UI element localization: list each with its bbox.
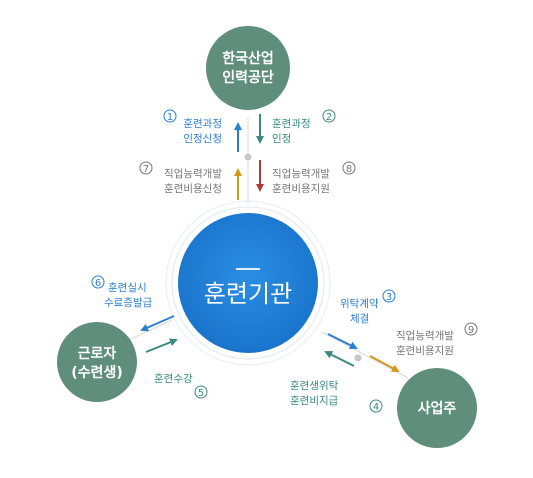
edge-1-line2: 인정신청 xyxy=(183,133,222,145)
edge-7-line1: 직업능력개발 xyxy=(164,167,222,180)
edge-9-badge xyxy=(464,322,478,336)
edge-5-badge xyxy=(194,385,208,399)
edge-1-badge xyxy=(163,109,177,123)
edge-4-line1: 훈련생위탁 xyxy=(290,379,339,392)
node-worker-line2: (수련생) xyxy=(71,364,122,381)
arrow-6 xyxy=(140,315,175,332)
edge-2-num: 2 xyxy=(326,112,332,123)
edge-6-line2: 수료증발급 xyxy=(104,297,153,309)
edge-2-line1: 훈련과정 xyxy=(272,117,311,130)
arrow-5 xyxy=(145,338,178,353)
edge-9-num: 9 xyxy=(468,325,474,336)
node-employer-label: 사업주 xyxy=(418,401,457,417)
edge-3-line1: 위탁계약 xyxy=(340,297,379,310)
connector-dot-top xyxy=(244,153,252,161)
node-hrd-korea xyxy=(206,26,290,110)
edge-4-badge xyxy=(369,399,383,413)
edge-3-line2: 체결 xyxy=(350,313,369,325)
edge-6-line1: 훈련실시 xyxy=(108,281,147,294)
edge-8-line2: 훈련비용지원 xyxy=(272,182,330,195)
edge-6-num: 6 xyxy=(95,278,101,289)
node-hrd-korea-line2: 인력공단 xyxy=(222,69,274,86)
edge-8-line1: 직업능력개발 xyxy=(272,167,330,180)
center-outer-ring xyxy=(165,200,331,366)
edge-5-line1: 훈련수강 xyxy=(154,372,193,385)
node-worker-line1: 근로자 xyxy=(78,346,117,362)
arrow-3 xyxy=(327,333,358,349)
edge-7-badge xyxy=(139,161,153,175)
arrow-9 xyxy=(369,355,400,372)
edge-6-badge xyxy=(91,275,105,289)
edge-3-num: 3 xyxy=(386,292,392,303)
edge-1-num: 1 xyxy=(167,112,173,123)
edge-8-num: 8 xyxy=(346,164,352,175)
edge-4-line2: 훈련비지급 xyxy=(290,394,339,407)
node-employer xyxy=(397,368,477,448)
node-training-institution xyxy=(178,213,318,353)
edge-8-badge xyxy=(342,161,356,175)
edge-4-num: 4 xyxy=(373,402,379,413)
edge-9-line1: 직업능력개발 xyxy=(396,329,454,342)
edge-7-num: 7 xyxy=(143,164,149,175)
edge-9-line2: 훈련비용지원 xyxy=(396,344,454,357)
arrow-4 xyxy=(324,351,355,367)
node-hrd-korea-line1: 한국산업 xyxy=(222,50,274,67)
connector-dot-right xyxy=(354,354,362,362)
center-inner-ring xyxy=(171,206,325,360)
edge-7-line2: 훈련비용신청 xyxy=(164,182,222,195)
edge-2-badge xyxy=(322,109,336,123)
edge-2-line2: 인정 xyxy=(272,133,291,145)
node-worker xyxy=(57,322,137,402)
edge-5-num: 5 xyxy=(198,388,204,399)
edge-3-badge xyxy=(382,289,396,303)
center-dash xyxy=(236,268,260,270)
edge-1-line1: 훈련과정 xyxy=(183,117,222,130)
node-training-institution-label: 훈련기관 xyxy=(204,280,292,308)
